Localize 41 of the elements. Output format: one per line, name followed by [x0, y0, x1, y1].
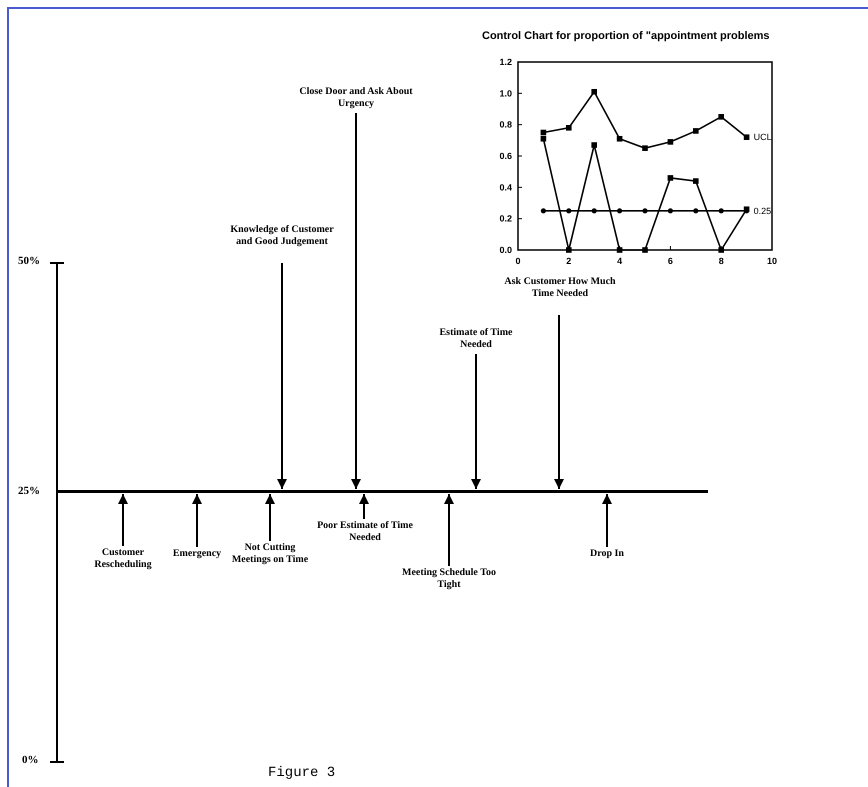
force-label: Emergency [167, 548, 227, 560]
force-arrow [192, 494, 202, 547]
series-label: 0.25 [754, 206, 772, 216]
force-arrow [444, 494, 454, 566]
equilibrium-line [57, 490, 708, 493]
figure-caption: Figure 3 [268, 765, 336, 781]
axis-tick-label: 0 [516, 256, 520, 266]
axis-tick-label: 0.0 [499, 245, 512, 255]
force-arrow [118, 494, 128, 546]
force-label: Drop In [577, 548, 637, 560]
force-arrow [554, 315, 564, 489]
force-label: Ask Customer How Much Time Needed [495, 276, 625, 300]
axis-tick-label: 10 [767, 256, 777, 266]
axis-tick-label: 0.4 [499, 182, 512, 192]
force-label: Not Cutting Meetings on Time [230, 542, 310, 566]
force-arrow [471, 354, 481, 489]
axis-tick-label: 0.6 [499, 151, 512, 161]
axis-tick-label: 2 [566, 256, 572, 266]
scale-label: 25% [18, 485, 40, 497]
force-label: Meeting Schedule Too Tight [394, 567, 504, 591]
scale-label: 50% [18, 255, 40, 267]
scale-label: 0% [22, 754, 38, 766]
force-label: Estimate of Time Needed [426, 327, 526, 351]
axis-tick-label: 0.8 [499, 120, 512, 130]
chart-title: Control Chart for proportion of "appointment problems [482, 30, 770, 42]
force-arrow [602, 494, 612, 547]
force-label: Knowledge of Customer and Good Judgement [222, 224, 342, 248]
force-arrow [277, 263, 287, 489]
series-label: UCL [754, 132, 772, 142]
axis-tick-label: 1.0 [499, 88, 512, 98]
axis-tick-label: 0.2 [499, 214, 512, 224]
force-label: Close Door and Ask About Urgency [290, 86, 422, 110]
force-arrow [265, 494, 275, 541]
force-arrow [351, 113, 361, 489]
axis-tick-label: 6 [668, 256, 673, 266]
axis-tick-label: 4 [617, 256, 622, 266]
force-arrow [359, 494, 369, 519]
axis-tick-label: 1.2 [499, 57, 512, 67]
force-label: Customer Rescheduling [88, 547, 158, 571]
force-label: Poor Estimate of Time Needed [310, 520, 420, 544]
axis-tick-label: 8 [718, 256, 724, 266]
